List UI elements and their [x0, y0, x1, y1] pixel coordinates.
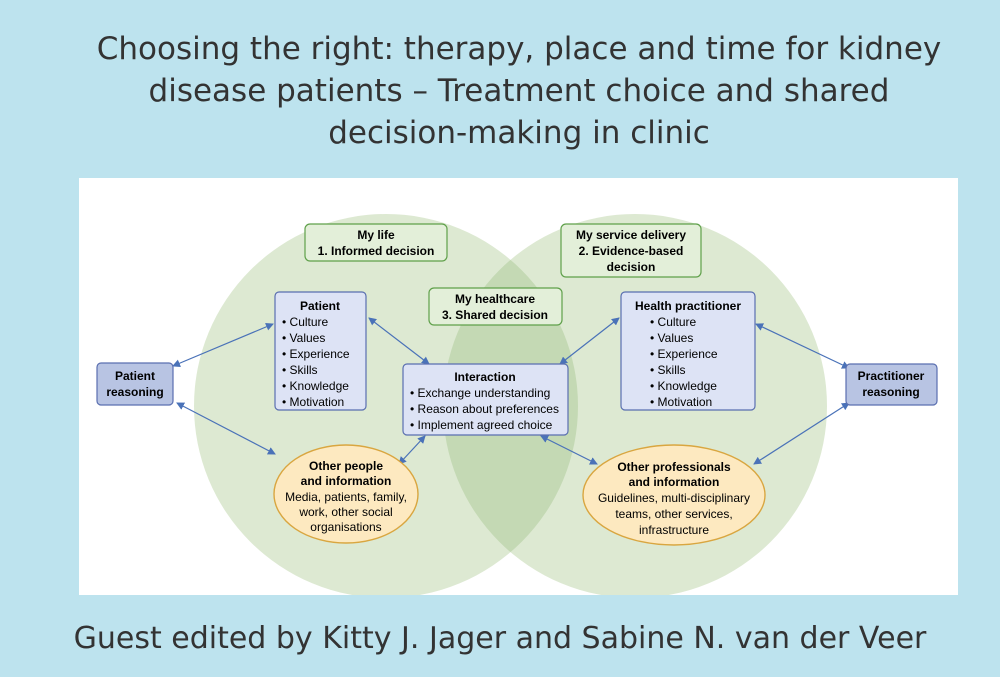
patient-item: • Culture [282, 315, 329, 329]
arrow-reasoning-patient [172, 323, 274, 367]
other-people-body: Media, patients, family, [285, 490, 407, 504]
other-professionals-body: infrastructure [639, 523, 709, 537]
other-people-title: Other people [309, 459, 383, 473]
service-delivery-line: My service delivery [576, 228, 686, 242]
practitioner-reasoning-box: Practitioner reasoning [845, 363, 938, 406]
patient-reasoning-line: reasoning [106, 385, 163, 399]
interaction-item: • Exchange understanding [410, 386, 550, 400]
other-professionals-ellipse: Other professionals and information Guid… [582, 444, 766, 546]
service-delivery-line: decision [607, 260, 656, 274]
practitioner-item: • Experience [650, 347, 718, 361]
other-people-ellipse: Other people and information Media, pati… [273, 444, 419, 544]
interaction-item: • Reason about preferences [410, 402, 559, 416]
arrow-reasoning-other-people [176, 402, 276, 455]
patient-item: • Experience [282, 347, 350, 361]
interaction-item: • Implement agreed choice [410, 418, 553, 432]
patient-reasoning-line: Patient [115, 369, 155, 383]
title-line: decision-making in clinic [328, 115, 710, 151]
interaction-title: Interaction [454, 370, 515, 384]
other-people-body: work, other social [298, 505, 392, 519]
practitioner-reasoning-line: reasoning [862, 385, 919, 399]
health-practitioner-title: Health practitioner [635, 299, 741, 313]
my-life-line: 1. Informed decision [318, 244, 435, 258]
arrow-patient-interaction [368, 317, 430, 365]
arrow-reasoning-other-professionals [753, 402, 850, 465]
patient-title: Patient [300, 299, 340, 313]
interaction-box: Interaction • Exchange understanding • R… [402, 363, 569, 436]
patient-box: Patient • Culture • Values • Experience … [274, 291, 367, 411]
my-life-box: My life 1. Informed decision [304, 223, 448, 262]
guest-editors: Guest edited by Kitty J. Jager and Sabin… [73, 621, 927, 656]
practitioner-item: • Skills [650, 363, 686, 377]
practitioner-item: • Motivation [650, 395, 712, 409]
healthcare-box: My healthcare 3. Shared decision [428, 287, 563, 326]
other-professionals-body: Guidelines, multi-disciplinary [598, 491, 750, 505]
page-title: Choosing the right: therapy, place and t… [40, 28, 998, 154]
practitioner-item: • Values [650, 331, 693, 345]
patient-item: • Skills [282, 363, 318, 377]
shared-decision-diagram: My life 1. Informed decision My service … [96, 214, 938, 598]
healthcare-line: My healthcare [455, 292, 535, 306]
practitioner-item: • Culture [650, 315, 697, 329]
patient-item: • Motivation [282, 395, 344, 409]
other-professionals-body: teams, other services, [615, 507, 732, 521]
diagram-panel: My life 1. Informed decision My service … [79, 178, 958, 598]
my-life-line: My life [357, 228, 395, 242]
other-professionals-title: and information [629, 475, 720, 489]
other-people-body: organisations [310, 520, 381, 534]
practitioner-reasoning-line: Practitioner [858, 369, 925, 383]
patient-item: • Knowledge [282, 379, 349, 393]
health-practitioner-box: Health practitioner • Culture • Values •… [620, 291, 756, 411]
healthcare-line: 3. Shared decision [442, 308, 548, 322]
other-people-title: and information [301, 474, 392, 488]
patient-reasoning-box: Patient reasoning [96, 362, 174, 406]
practitioner-item: • Knowledge [650, 379, 717, 393]
service-delivery-box: My service delivery 2. Evidence-based de… [560, 223, 702, 278]
arrow-practitioner-interaction [559, 317, 620, 365]
arrow-interaction-other-people [398, 435, 426, 465]
patient-item: • Values [282, 331, 325, 345]
arrow-reasoning-practitioner [755, 323, 850, 369]
title-line: disease patients – Treatment choice and … [148, 73, 890, 109]
service-delivery-line: 2. Evidence-based [579, 244, 684, 258]
other-professionals-title: Other professionals [617, 460, 731, 474]
title-line: Choosing the right: therapy, place and t… [96, 31, 942, 67]
arrow-interaction-other-professionals [540, 435, 598, 465]
